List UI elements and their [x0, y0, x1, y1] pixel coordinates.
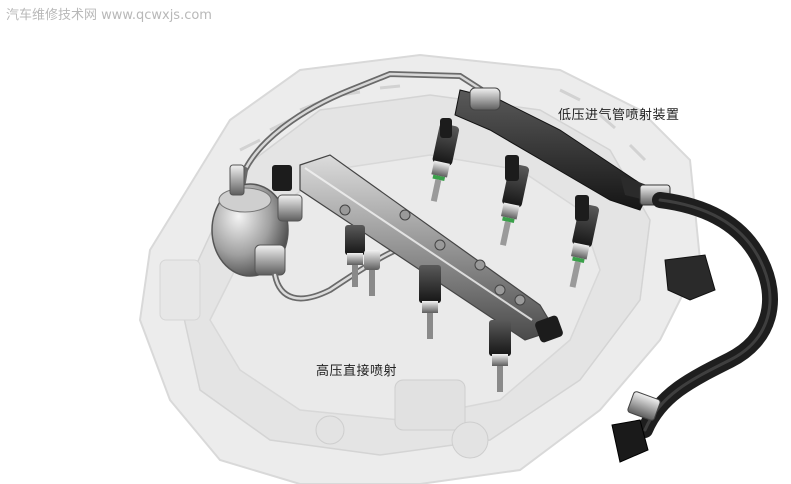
injector-icon: [364, 250, 380, 296]
injector-icon: [489, 320, 511, 392]
low-pressure-injectors: [430, 118, 600, 288]
watermark-text: 汽车维修技术网 www.qcwxjs.com: [6, 8, 212, 23]
high-pressure-fuel-pump: [211, 164, 303, 277]
injector-icon: [419, 265, 441, 339]
fuel-hose: [611, 192, 778, 463]
high-pressure-fuel-rail: [299, 154, 563, 343]
injector-icon: [345, 225, 365, 287]
injector-icon: [430, 123, 460, 202]
injector-icon: [500, 163, 530, 246]
label-high-pressure-direct-injection: 高压直接喷射: [316, 364, 398, 379]
label-low-pressure-injection: 低压进气管喷射装置: [558, 108, 680, 123]
high-pressure-line: [272, 242, 413, 302]
high-pressure-injectors: [345, 225, 511, 392]
